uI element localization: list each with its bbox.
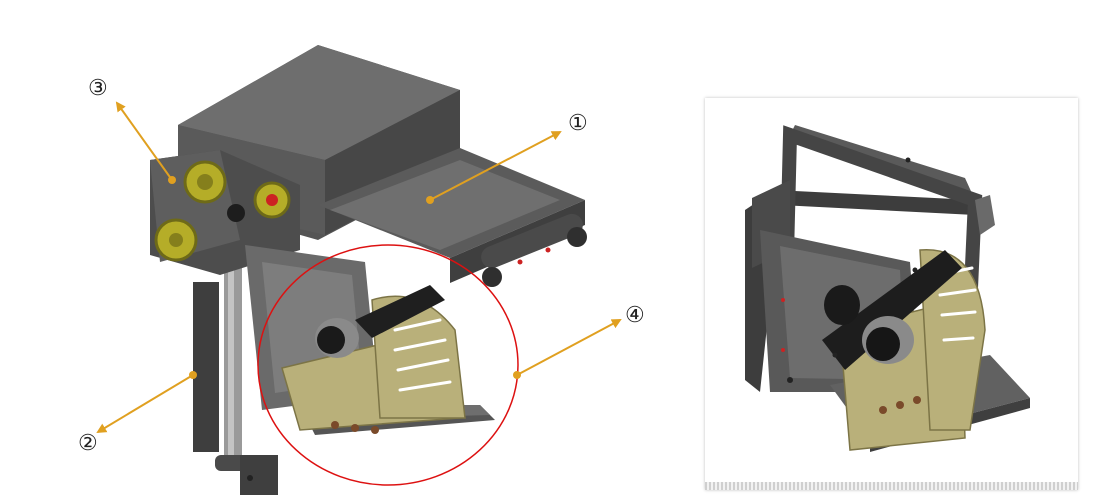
callout-label-2: ②	[78, 431, 98, 456]
main-assembly	[150, 45, 587, 495]
callout-label-4: ④	[625, 303, 645, 328]
callout-arrow-3	[115, 101, 173, 181]
callout-arrow-4	[516, 319, 622, 376]
callout-arrows	[96, 101, 622, 434]
inset-fixture-detail	[745, 125, 1030, 452]
callout-label-1: ①	[568, 111, 588, 136]
callout-label-3: ③	[88, 76, 108, 101]
callout-labels: ① ② ③ ④	[78, 76, 645, 456]
slide-conveyor	[318, 148, 587, 287]
highlight-ellipse	[257, 244, 519, 486]
angle-fixture	[245, 245, 495, 435]
callout-arrow-1	[429, 131, 562, 201]
gear-box	[150, 150, 300, 275]
callout-arrow-2	[96, 374, 194, 434]
vertical-guide	[193, 250, 278, 495]
